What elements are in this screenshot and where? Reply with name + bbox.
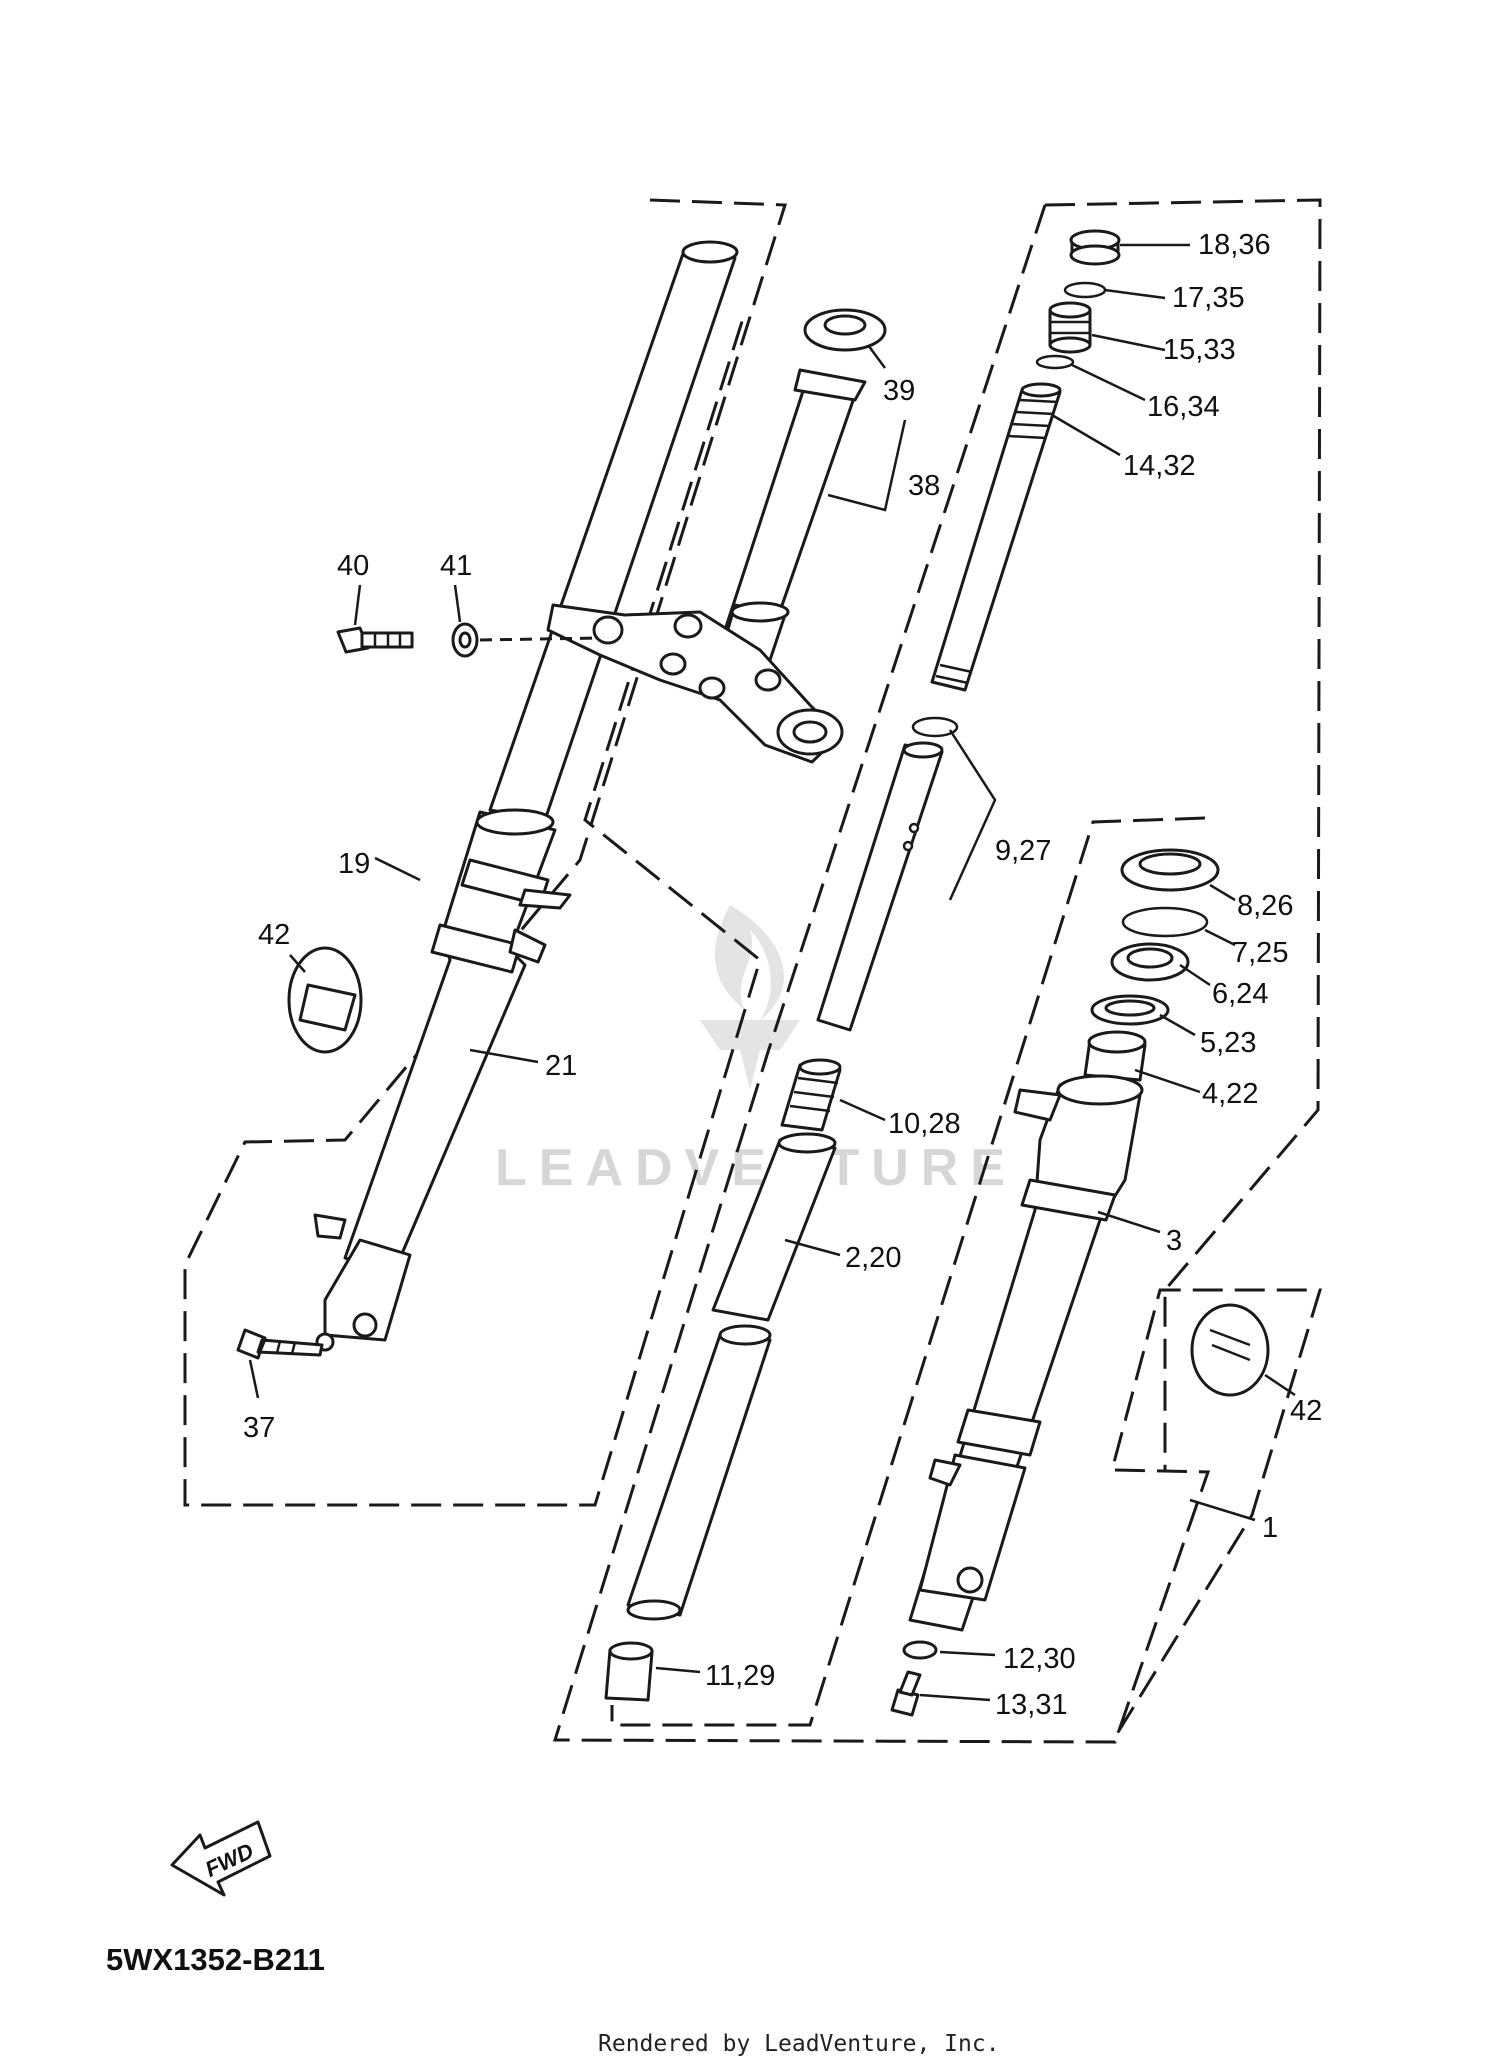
callout-11-29: 11,29 [705,1660,775,1692]
dust-seal-8-26 [1120,848,1220,892]
washer-41 [451,622,601,658]
callout-37: 37 [243,1412,275,1444]
guide-bushing-4-22 [1083,1030,1147,1082]
callout-38: 38 [908,470,940,502]
callout-5-23: 5,23 [1200,1027,1256,1059]
callout-7-25: 7,25 [1232,937,1288,969]
callout-15-33: 15,33 [1163,334,1236,366]
callout-18-36: 18,36 [1198,229,1271,261]
oil-seal-6-24 [1110,942,1190,982]
cap-42-left [287,946,363,1054]
inner-dashed-link [610,816,1206,1727]
callout-8-26: 8,26 [1237,890,1293,922]
cap-bolt-18-36 [1069,229,1121,266]
lower-bracket [546,603,844,764]
callout-40: 40 [337,550,369,582]
callout-4-22: 4,22 [1202,1078,1258,1110]
retaining-clip-7-25 [1121,906,1209,938]
washer-16-34 [1035,354,1075,370]
callout-42-right: 42 [1290,1395,1322,1427]
right-fork-dashed-boundary [552,204,1323,1744]
circlip-17-35 [1063,281,1107,299]
leader-lines [248,243,1296,1702]
rebound-spring-10-28 [780,1058,842,1132]
callout-13-31: 13,31 [995,1689,1068,1721]
spacer-15-33 [1048,301,1092,354]
fork-spring-14-32 [930,382,1062,692]
diagram-code: 5WX1352-B211 [106,1942,325,1977]
callout-17-35: 17,35 [1172,282,1245,314]
bolt-40 [336,626,414,654]
render-credit: Rendered by LeadVenture, Inc. [598,2031,1000,2057]
cap-42-right [1190,1303,1270,1397]
callout-6-24: 6,24 [1212,978,1268,1010]
washer-5-23 [1090,994,1170,1026]
watermark-text: LEADVENTURE [495,1139,1017,1197]
callout-3: 3 [1166,1225,1182,1257]
washer-12-30 [902,1640,938,1660]
damper-rod-9-27 [816,716,959,1032]
left-fork-outer-tube [313,808,572,1352]
callout-12-30: 12,30 [1003,1643,1076,1675]
inner-tube-2-20 [626,1132,837,1621]
stem-nut-39 [803,308,887,352]
callout-16-34: 16,34 [1147,391,1220,423]
callout-9-27: 9,27 [995,835,1051,867]
center-dashed-boundary [1044,198,1322,1470]
callout-21: 21 [545,1050,577,1082]
callout-10-28: 10,28 [888,1108,961,1140]
callout-39: 39 [883,375,915,407]
fwd-arrow-icon: FWD [170,1820,272,1897]
callouts: 18,36 17,35 15,33 16,34 14,32 39 38 40 4… [243,229,1322,1721]
callout-19: 19 [338,848,370,880]
bolt-37 [236,1328,324,1360]
bolt-13-31 [890,1670,922,1717]
oil-lock-11-29 [604,1641,654,1702]
callout-42-left: 42 [258,919,290,951]
steering-stem-38 [720,368,867,662]
watermark: LEADVENTURE [495,905,1017,1197]
callout-41: 41 [440,550,472,582]
callout-1: 1 [1262,1512,1278,1544]
callout-2-20: 2,20 [845,1242,901,1274]
right-fork-outer-tube-3 [908,1074,1144,1632]
callout-14-32: 14,32 [1123,450,1196,482]
